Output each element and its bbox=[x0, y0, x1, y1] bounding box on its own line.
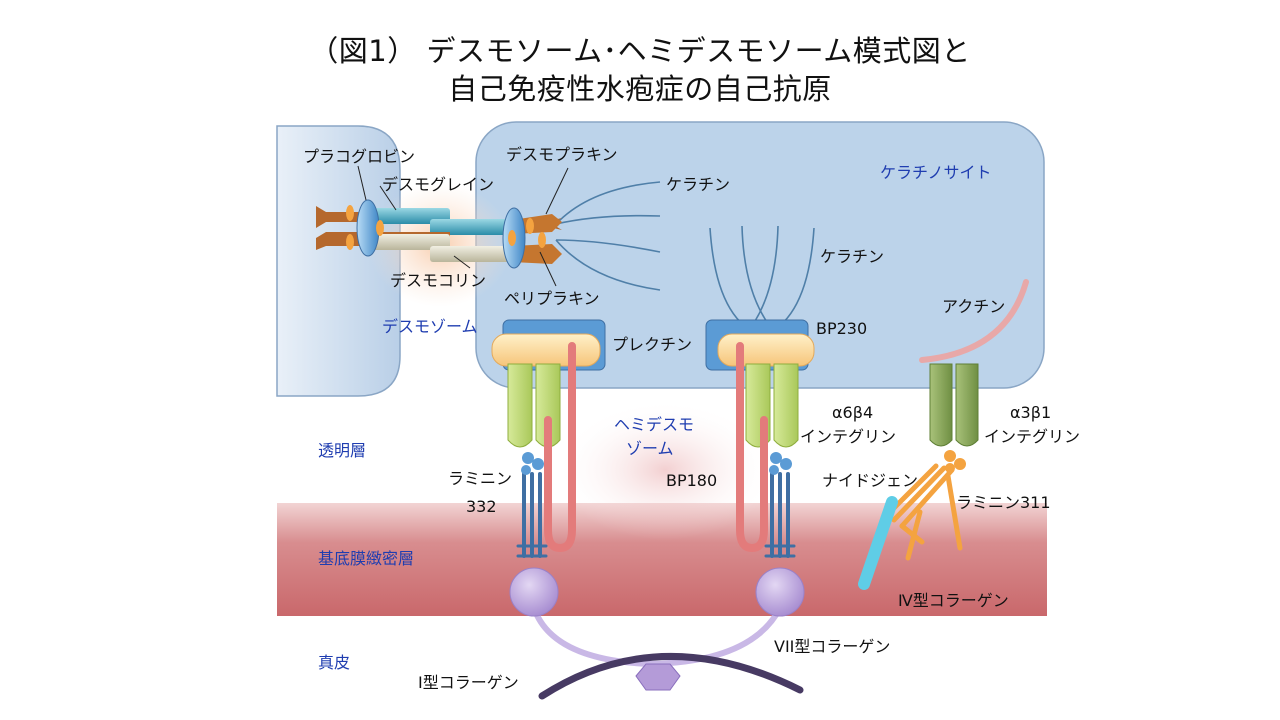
laminin311-head bbox=[954, 458, 966, 470]
collagen-vii-anchor-left bbox=[509, 567, 559, 617]
label-a3b1: α3β1 bbox=[1010, 403, 1051, 422]
laminin332-head bbox=[521, 465, 531, 475]
label-hemidesmosome-2: ゾーム bbox=[626, 439, 674, 458]
label-collagen-i: Ⅰ型コラーゲン bbox=[418, 673, 519, 692]
actin-filament bbox=[919, 279, 1029, 363]
figure-title-line1: （図1） デスモソーム･ヘミデスモソーム模式図と bbox=[309, 34, 971, 68]
desmosome-small-oval bbox=[526, 218, 534, 234]
collagen-i-fibril bbox=[538, 652, 804, 700]
label-periplakin: ペリプラキン bbox=[504, 289, 600, 308]
label-laminin332-2: 332 bbox=[466, 497, 497, 516]
label-bp180: BP180 bbox=[666, 471, 717, 490]
label-plectin: プレクチン bbox=[612, 335, 692, 354]
desmosome-small-oval bbox=[346, 234, 354, 250]
laminin332-head bbox=[532, 458, 544, 470]
label-desmoplakin: デスモプラキン bbox=[506, 145, 618, 164]
label-hemidesmosome-1: ヘミデスモ bbox=[614, 415, 694, 434]
leader-lines bbox=[357, 165, 569, 287]
laminin332-head bbox=[770, 452, 782, 464]
label-collagen-vii: VII型コラーゲン bbox=[774, 637, 890, 656]
label-bp230: BP230 bbox=[816, 319, 867, 338]
desmosome-small-oval bbox=[376, 220, 384, 236]
figure-title-line2: 自己免疫性水疱症の自己抗原 bbox=[448, 72, 832, 106]
hemidesmosome-glow bbox=[555, 400, 775, 540]
desmoglein-cadherins bbox=[316, 206, 562, 235]
label-keratinocyte: ケラチノサイト bbox=[880, 163, 992, 182]
label-laminin332-1: ラミニン bbox=[448, 469, 512, 488]
desmosome-keratin-fibers bbox=[555, 181, 661, 291]
label-nidogen: ナイドジェン bbox=[822, 471, 918, 490]
collagen-vii-anchor-right bbox=[755, 567, 805, 617]
plaque-left bbox=[491, 333, 601, 367]
desmosome-small-oval bbox=[538, 232, 546, 248]
laminin332-left bbox=[516, 472, 548, 558]
label-a6b4: α6β4 bbox=[832, 403, 873, 422]
laminin332-head bbox=[780, 458, 792, 470]
label-lamina-densa: 基底膜緻密層 bbox=[318, 549, 414, 568]
label-desmoglein: デスモグレイン bbox=[382, 175, 494, 194]
label-desmosome: デスモゾーム bbox=[382, 317, 478, 336]
bp180-left bbox=[544, 342, 576, 553]
label-laminin311: ラミニン311 bbox=[956, 493, 1051, 512]
label-plakoglobin: プラコグロビン bbox=[303, 147, 415, 166]
label-lamina-lucida: 透明層 bbox=[318, 441, 366, 460]
integrin-a3b1 bbox=[929, 363, 979, 447]
label-actin: アクチン bbox=[942, 297, 1005, 316]
label-a6b4-integrin: インテグリン bbox=[800, 427, 896, 446]
plakoglobin-left bbox=[356, 199, 380, 257]
label-keratin-desmosome: ケラチン bbox=[666, 175, 730, 194]
laminin311-head bbox=[944, 450, 956, 462]
bp180-right bbox=[736, 342, 768, 553]
laminin311-head bbox=[945, 463, 955, 473]
desmosome-small-oval bbox=[508, 230, 516, 246]
left-keratinocyte bbox=[276, 125, 401, 397]
collagen-hexagon bbox=[635, 663, 681, 691]
label-keratin-hemidesmosome: ケラチン bbox=[820, 247, 884, 266]
collagen-iv bbox=[858, 496, 898, 590]
laminin332-head bbox=[769, 465, 779, 475]
label-desmocollin: デスモコリン bbox=[390, 271, 486, 290]
plaque-right bbox=[717, 333, 815, 367]
laminin332-right bbox=[764, 472, 796, 558]
desmosome-small-oval bbox=[346, 205, 354, 221]
label-a3b1-integrin: インテグリン bbox=[984, 427, 1080, 446]
label-dermis: 真皮 bbox=[318, 653, 350, 672]
integrin-a6b4-left bbox=[507, 363, 561, 448]
label-collagen-iv: Ⅳ型コラーゲン bbox=[898, 591, 1009, 610]
laminin332-head bbox=[522, 452, 534, 464]
